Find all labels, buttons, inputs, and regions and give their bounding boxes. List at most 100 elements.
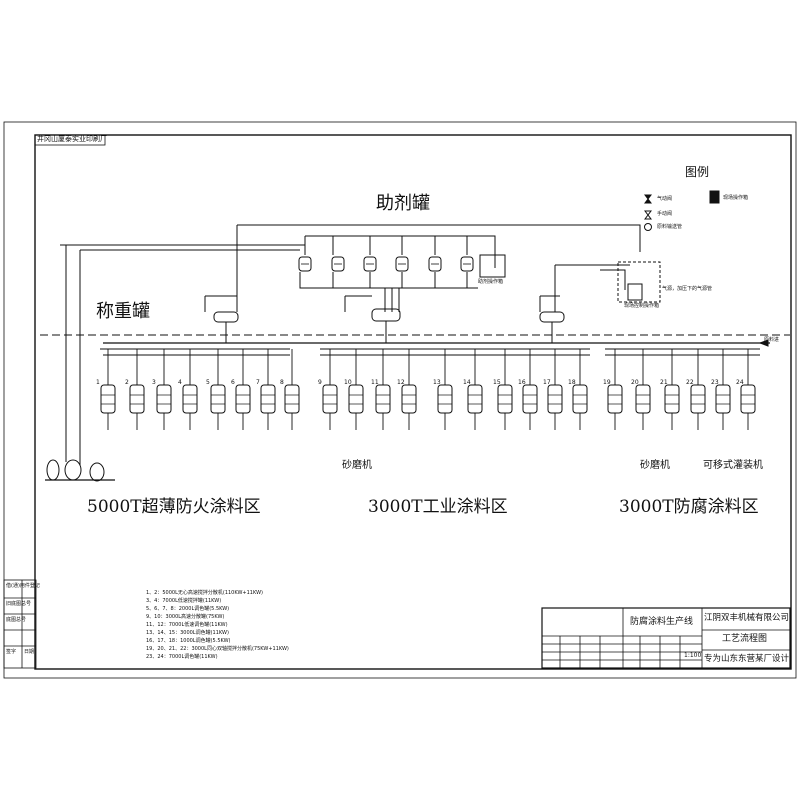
tank-number: 3 xyxy=(152,379,156,386)
site-control-box-dashed xyxy=(617,261,661,303)
manual-valve-icon xyxy=(644,210,652,220)
tank-number: 23 xyxy=(711,379,719,386)
production-tank xyxy=(522,349,538,430)
weighing-tank-right xyxy=(539,311,565,343)
additive-tank xyxy=(395,256,409,272)
legend-label-3: 原料输送管 xyxy=(657,224,683,230)
tank-number: 18 xyxy=(568,379,576,386)
tank-number: 17 xyxy=(543,379,551,386)
legend-label-1: 气动阀 xyxy=(657,196,673,202)
additive-tank-title: 助剂罐 xyxy=(376,193,430,214)
legend-title: 图例 xyxy=(685,165,710,179)
zone-2-label: 3000T工业涂料区 xyxy=(368,497,508,517)
note-8: 19、20、21、22：3000L同心双轴搅拌分散机(75KW+11KW) xyxy=(146,646,289,652)
production-tank xyxy=(547,349,563,430)
side-table-2: 旧底图总号 xyxy=(6,601,32,607)
mill-label-1: 砂磨机 xyxy=(342,460,372,471)
site-control-box xyxy=(627,283,643,301)
note-6: 13、14、15：3000L调色罐(11KW) xyxy=(146,630,229,636)
production-tank xyxy=(210,349,226,430)
note-1: 1、2：5000L无心高速搅拌分散机(110KW+11KW) xyxy=(146,590,263,596)
outer-frame xyxy=(3,121,797,679)
site-box-label: 现场控制操作箱 xyxy=(624,303,660,309)
production-tank xyxy=(437,349,453,430)
pneumatic-valve-icon xyxy=(644,194,652,204)
scale-value: 1:100 xyxy=(684,652,702,659)
production-tank xyxy=(635,349,651,430)
production-tank xyxy=(322,349,338,430)
project-name: 防腐涂料生产线 xyxy=(630,617,694,627)
tank-number: 7 xyxy=(256,379,260,386)
side-table-1: 借(通)用件登记 xyxy=(6,583,40,589)
tank-number: 21 xyxy=(660,379,668,386)
tank-number: 4 xyxy=(178,379,182,386)
tank-number: 9 xyxy=(318,379,322,386)
production-tank xyxy=(690,349,706,430)
weighing-tank-center xyxy=(371,308,401,343)
tank-number: 22 xyxy=(686,379,694,386)
tank-number: 15 xyxy=(493,379,501,386)
legend-label-2: 手动阀 xyxy=(657,211,673,217)
control-box-icon xyxy=(709,190,720,204)
production-tank xyxy=(401,349,417,430)
production-tank xyxy=(664,349,680,430)
tank-number: 12 xyxy=(397,379,405,386)
pipe-top xyxy=(237,224,641,252)
note-4: 9、10：3000L高速分散罐(75KW) xyxy=(146,614,225,620)
production-tank xyxy=(100,349,116,430)
air-source-label: 气源，加压下的气源管 xyxy=(662,286,713,292)
additive-tank xyxy=(331,256,345,272)
weighing-tank-title: 称重罐 xyxy=(96,301,150,322)
production-tanks xyxy=(100,349,756,430)
production-tank xyxy=(348,349,364,430)
note-5: 11、12：7000L低速调色罐(11KW) xyxy=(146,622,228,628)
production-tank xyxy=(156,349,172,430)
tank-number: 1 xyxy=(96,379,100,386)
additive-tank xyxy=(460,256,474,272)
mill-label-2: 砂磨机 xyxy=(640,460,670,471)
note-3: 5、6、7、8：2000L调色罐(5.5KW) xyxy=(146,606,230,612)
additive-station-label: 助剂操作箱 xyxy=(478,279,504,285)
note-2: 3、4：7000L低速搅拌罐(11KW) xyxy=(146,598,222,604)
feed-label: 原料进 xyxy=(764,337,780,343)
additive-station-box xyxy=(479,254,506,278)
production-tank xyxy=(129,349,145,430)
production-tank xyxy=(260,349,276,430)
inner-frame xyxy=(34,134,792,670)
additive-tank xyxy=(363,256,377,272)
side-table-4: 签字 xyxy=(6,649,17,655)
production-tank xyxy=(235,349,251,430)
weighing-tank-left xyxy=(213,311,239,343)
production-tank xyxy=(497,349,513,430)
tank-number: 16 xyxy=(518,379,526,386)
designed-for: 专为山东东营某厂设计 xyxy=(704,654,790,664)
pipe-icon xyxy=(644,223,652,231)
legend-control-box-label: 现场操作箱 xyxy=(723,195,749,201)
tank-number: 14 xyxy=(463,379,471,386)
tank-number: 20 xyxy=(631,379,639,386)
production-tank xyxy=(607,349,623,430)
production-tank xyxy=(284,349,300,430)
production-tank xyxy=(572,349,588,430)
zone-3-label: 3000T防腐涂料区 xyxy=(619,497,759,517)
title-block-grid xyxy=(3,134,791,669)
feed-arrow xyxy=(758,339,769,347)
zone-1-label: 5000T超薄防火涂料区 xyxy=(87,497,261,517)
tank-number: 2 xyxy=(125,379,129,386)
additive-tank xyxy=(298,256,312,272)
tank-number: 19 xyxy=(603,379,611,386)
production-tank xyxy=(375,349,391,430)
tank-number: 13 xyxy=(433,379,441,386)
storage-tanks xyxy=(46,459,105,482)
production-tank xyxy=(182,349,198,430)
filler-label: 可移式灌装机 xyxy=(703,460,763,471)
side-table-5: 日期 xyxy=(24,649,35,655)
side-table-3: 底图总号 xyxy=(6,617,27,623)
corner-stamp: 井冈山厦泰实业印刷厂 xyxy=(37,135,107,143)
legend-icons xyxy=(644,190,720,231)
tank-number: 8 xyxy=(280,379,284,386)
pipe-to-center-weigh xyxy=(384,288,400,312)
production-tank xyxy=(467,349,483,430)
